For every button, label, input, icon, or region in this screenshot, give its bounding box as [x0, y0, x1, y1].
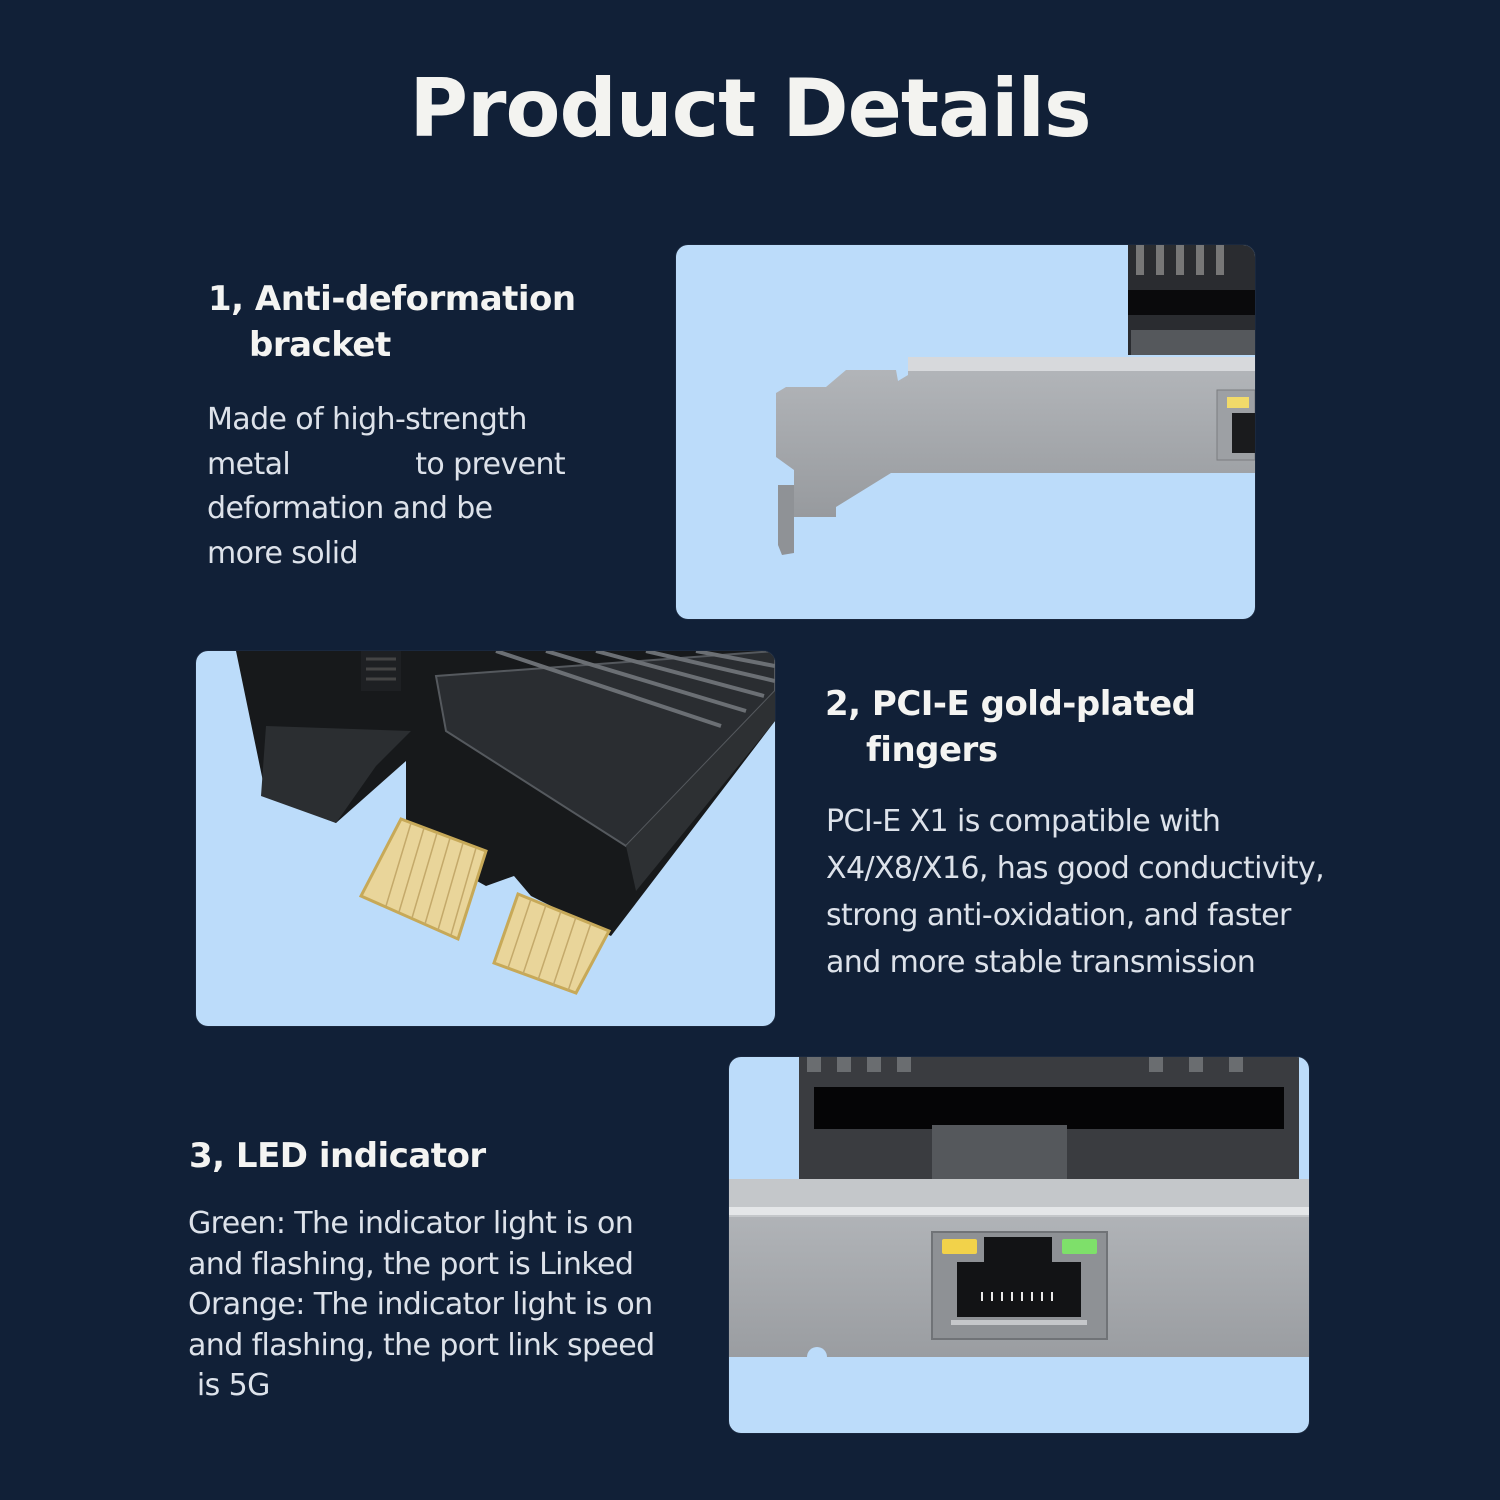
description-line: and flashing, the port is Linked — [188, 1246, 634, 1282]
gold-fingers-image-panel — [196, 651, 775, 1026]
description-line: deformation and be — [207, 491, 493, 526]
bracket-illustration — [776, 245, 1255, 555]
description-line: and more stable transmission — [826, 945, 1256, 980]
description-line: and flashing, the port link speed — [188, 1327, 655, 1363]
description-line: Made of high-strength — [207, 402, 527, 437]
feature-1-description: Made of high-strength metal to prevent d… — [207, 398, 566, 576]
description-line: metal to prevent — [207, 446, 566, 482]
feature-3-heading-line1: 3, LED indicator — [189, 1136, 486, 1176]
description-line: Green: The indicator light is on — [188, 1206, 634, 1241]
led-port-image-panel — [729, 1057, 1309, 1433]
feature-3-description: Green: The indicator light is on and fla… — [188, 1204, 655, 1407]
gold-fingers-illustration — [236, 651, 775, 995]
rj45-port-illustration — [729, 1057, 1309, 1367]
feature-1-heading: 1, Anti-deformation bracket — [208, 276, 576, 368]
feature-2-heading-line2: fingers — [866, 730, 998, 770]
led-orange-icon — [1227, 397, 1249, 408]
feature-1-heading-line1: 1, Anti-deformation — [208, 279, 576, 319]
page-title: Product Details — [409, 62, 1091, 155]
led-orange-icon — [942, 1239, 977, 1254]
feature-2-description: PCI-E X1 is compatible with X4/X8/X16, h… — [826, 798, 1325, 986]
bracket-image-panel — [676, 245, 1255, 619]
description-line: strong anti-oxidation, and faster — [826, 898, 1291, 933]
description-line: more solid — [207, 535, 359, 571]
led-green-icon — [1062, 1239, 1097, 1254]
description-line: Orange: The indicator light is on — [188, 1287, 653, 1322]
gold-fingers-icon — [358, 817, 612, 995]
feature-2-heading-line1: 2, PCI-E gold-plated — [825, 684, 1196, 724]
description-line: is 5G — [188, 1368, 270, 1403]
feature-3-heading: 3, LED indicator — [189, 1133, 486, 1179]
feature-2-heading: 2, PCI-E gold-plated fingers — [825, 681, 1196, 773]
description-line: PCI-E X1 is compatible with — [826, 804, 1221, 839]
description-line: X4/X8/X16, has good conductivity, — [826, 851, 1325, 886]
feature-1-heading-line2: bracket — [249, 325, 391, 365]
